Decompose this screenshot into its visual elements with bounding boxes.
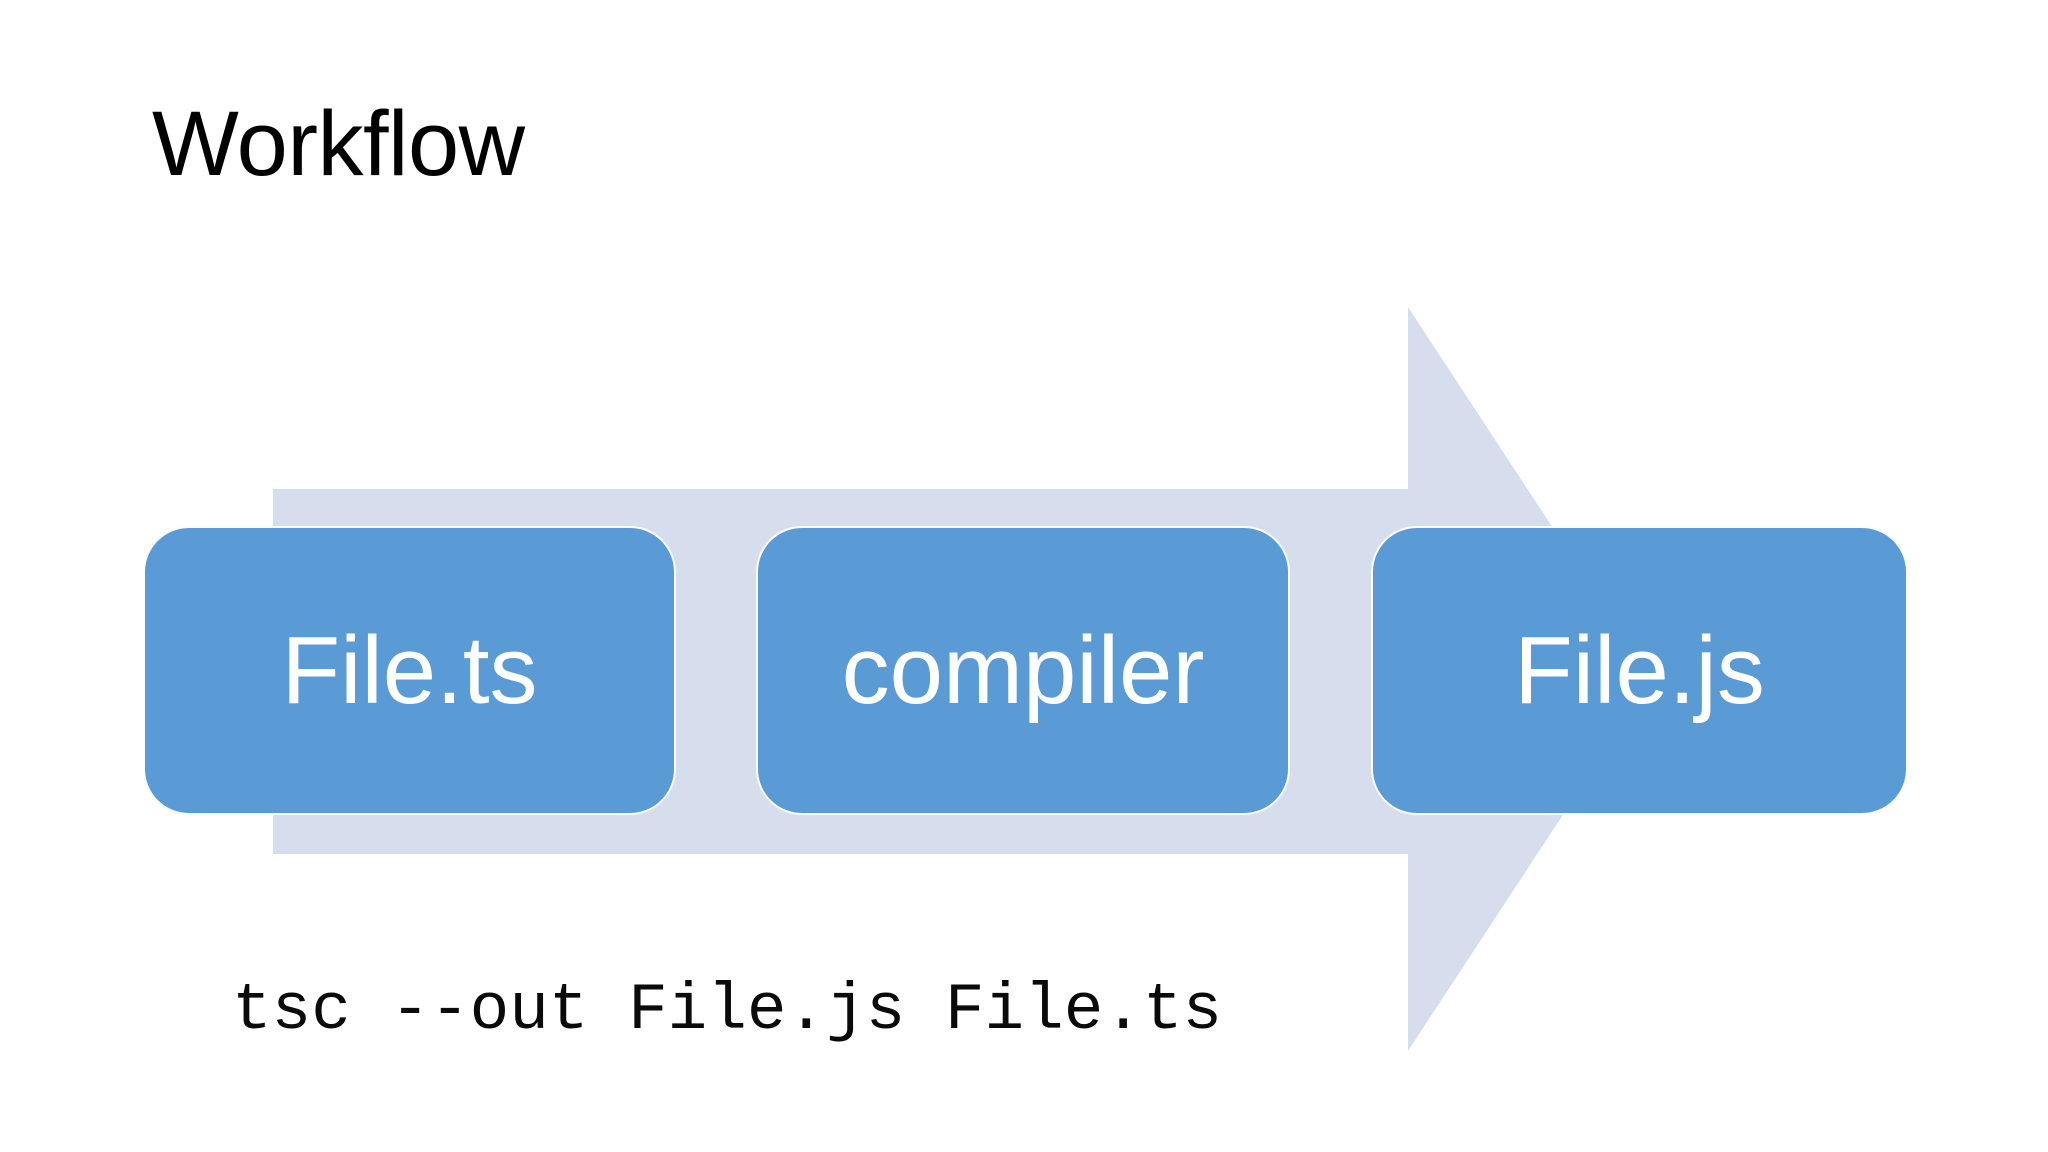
process-box-label: File.ts <box>281 616 538 724</box>
page-title: Workflow <box>152 93 525 195</box>
process-box-label: compiler <box>841 616 1205 724</box>
command-caption: tsc --out File.js File.ts <box>232 973 1223 1048</box>
process-box-label: File.js <box>1514 616 1765 724</box>
process-box-compiler[interactable]: compiler <box>756 526 1290 815</box>
process-box-file-js[interactable]: File.js <box>1371 526 1908 815</box>
process-box-file-ts[interactable]: File.ts <box>143 526 676 815</box>
